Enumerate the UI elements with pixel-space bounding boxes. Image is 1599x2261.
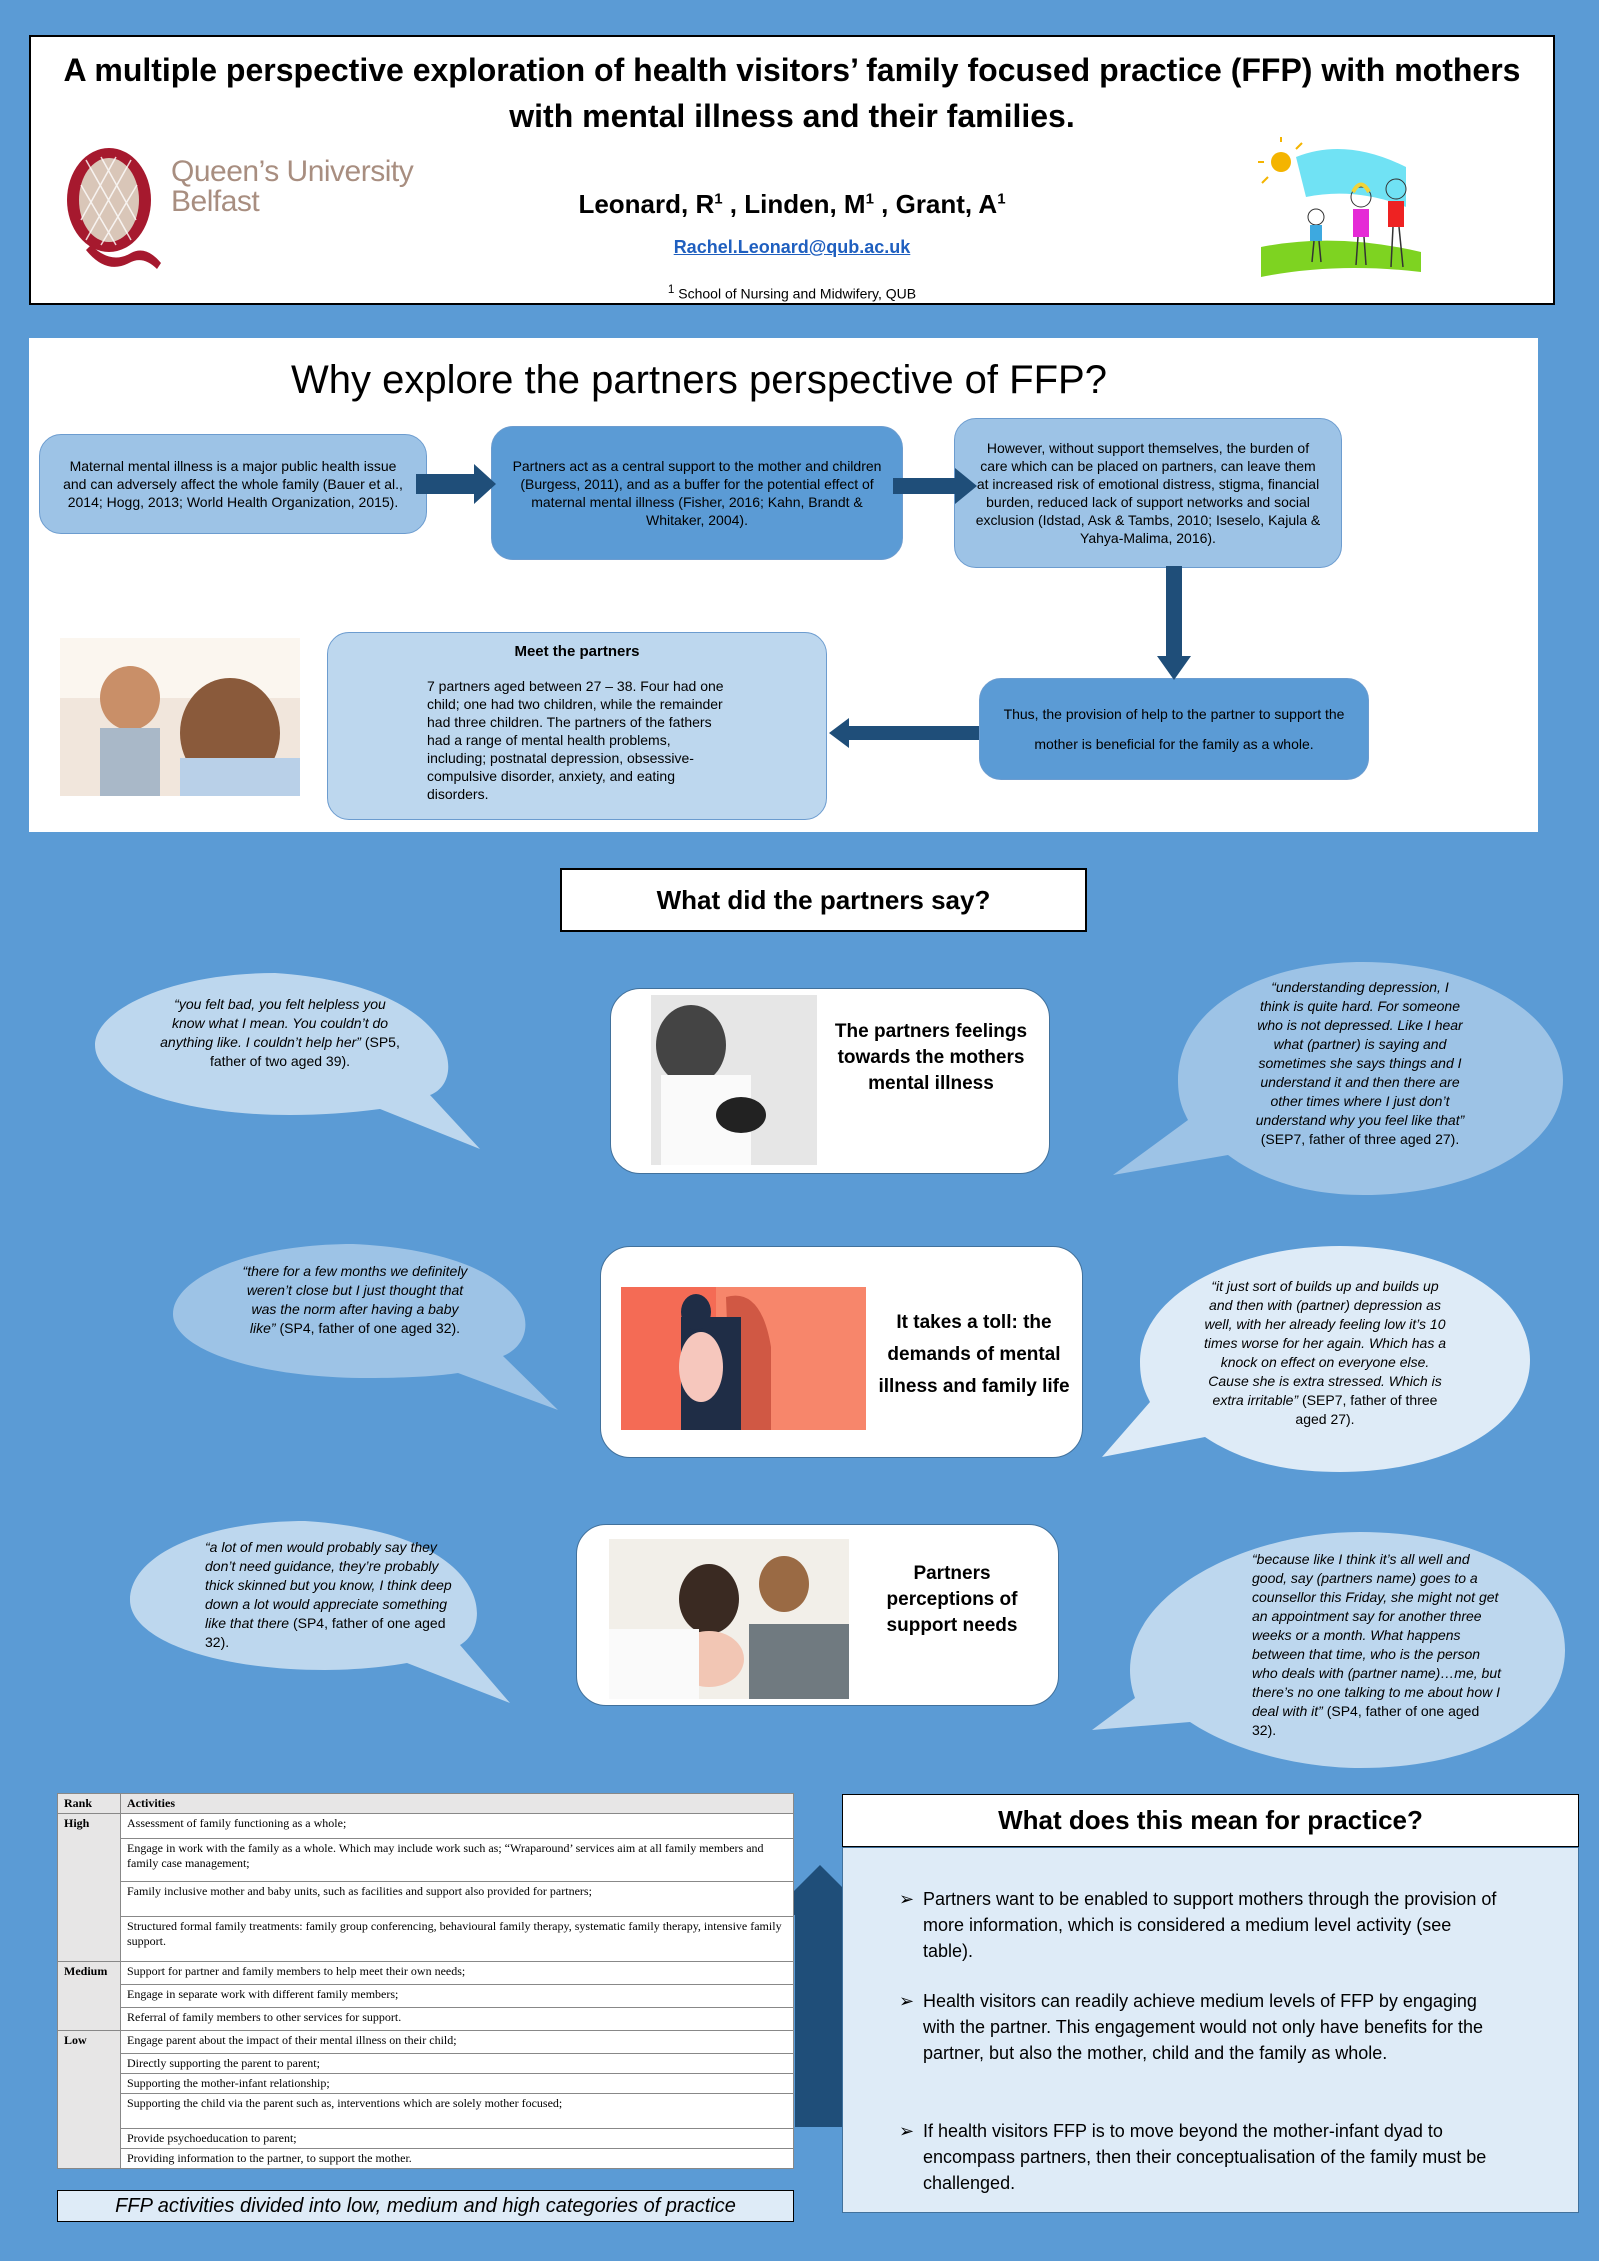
quote-text: “it just sort of builds up and builds up… <box>1204 1278 1446 1427</box>
quote-text: “because like I think it’s all well and … <box>1252 1551 1501 1738</box>
activity-cell: Directly supporting the parent to parent… <box>120 2053 794 2074</box>
arrowhead-bullet-icon: ➢ <box>899 2121 915 2141</box>
practice-bullet: ➢Partners want to be enabled to support … <box>899 1886 1503 1964</box>
theme-card-feelings: The partners feelings towards the mother… <box>610 988 1050 1174</box>
arrowhead-bullet-icon: ➢ <box>899 1889 915 1909</box>
practice-title: What does this mean for practice? <box>842 1794 1579 1847</box>
speech-bubble <box>1092 1532 1565 1768</box>
family-drawing-icon <box>1258 137 1421 277</box>
father-illustration <box>621 1287 866 1430</box>
poster-header: A multiple perspective exploration of he… <box>29 35 1555 305</box>
quote-text: “understanding depression, I think is qu… <box>1255 979 1465 1147</box>
say-section-title: What did the partners say? <box>560 868 1087 932</box>
quote-text: “there for a few months we definitely we… <box>242 1263 468 1336</box>
speech-bubble <box>130 1521 510 1703</box>
arrow-down-icon <box>1157 566 1191 680</box>
activity-cell: Engage parent about the impact of their … <box>120 2030 794 2054</box>
couple-baby-photo <box>609 1539 849 1699</box>
qub-logo-icon <box>67 148 161 269</box>
table-row: Referral of family members to other serv… <box>58 2007 794 2031</box>
meet-partners-title: Meet the partners <box>514 643 640 660</box>
affiliation: 1 School of Nursing and Midwifery, QUB <box>667 283 917 302</box>
theme-card-support-needs: Partners perceptions of support needs <box>576 1524 1059 1706</box>
column-header: Rank <box>57 1793 121 1814</box>
table-row: Engage in work with the family as a whol… <box>58 1838 794 1882</box>
practice-body: ➢Partners want to be enabled to support … <box>842 1847 1579 2213</box>
table-row: Family inclusive mother and baby units, … <box>58 1881 794 1917</box>
theme-title: The partners feelings towards the mother… <box>834 1021 1028 1094</box>
flow-box-burden: However, without support themselves, the… <box>954 418 1342 568</box>
speech-bubble <box>173 1244 558 1410</box>
meet-partners-box: Meet the partners 7 partners aged betwee… <box>327 632 827 820</box>
table-row: Directly supporting the parent to parent… <box>58 2053 794 2074</box>
table-row: Engage in separate work with different f… <box>58 1984 794 2008</box>
flow-box-conclusion: Thus, the provision of help to the partn… <box>979 678 1369 780</box>
why-title: Why explore the partners perspective of … <box>291 358 1107 402</box>
email-link[interactable]: Rachel.Leonard@qub.ac.uk <box>673 237 911 257</box>
theme-card-toll: It takes a toll: the demands of mental i… <box>600 1246 1083 1458</box>
rank-cell: Medium <box>57 1961 121 2031</box>
arrow-right-icon <box>893 468 977 504</box>
activity-cell: Supporting the child via the parent such… <box>120 2093 794 2129</box>
table-row: Supporting the mother-infant relationshi… <box>58 2073 794 2094</box>
activity-cell: Family inclusive mother and baby units, … <box>120 1881 794 1917</box>
mother-baby-photo <box>651 995 817 1165</box>
activity-cell: Assessment of family functioning as a wh… <box>120 1813 794 1839</box>
father-baby-photo <box>60 638 300 796</box>
activity-cell: Structured formal family treatments: fam… <box>120 1916 794 1962</box>
activity-cell: Engage in separate work with different f… <box>120 1984 794 2008</box>
practice-bullet: ➢Health visitors can readily achieve med… <box>899 1988 1503 2066</box>
flow-box-partners-support: Partners act as a central support to the… <box>491 426 903 560</box>
table-header-row: Rank Activities <box>57 1793 794 1814</box>
arrow-left-icon <box>829 718 979 748</box>
qub-logo-text: Queen’s University Belfast <box>171 155 414 218</box>
flow-box-maternal-illness: Maternal mental illness is a major publi… <box>39 434 427 534</box>
rank-cell: Low <box>57 2030 121 2169</box>
quote-text: “a lot of men would probably say they do… <box>205 1539 452 1650</box>
speech-bubble <box>95 973 480 1149</box>
activity-cell: Engage in work with the family as a whol… <box>120 1838 794 1882</box>
practice-bullet: ➢If health visitors FFP is to move beyon… <box>899 2118 1503 2196</box>
activity-cell: Provide psychoeducation to parent; <box>120 2128 794 2149</box>
quote-text: “you felt bad, you felt helpless you kno… <box>160 996 400 1069</box>
arrow-right-icon <box>416 464 496 504</box>
theme-title: It takes a toll: the demands of mental i… <box>878 1312 1070 1397</box>
activity-cell: Supporting the mother-infant relationshi… <box>120 2073 794 2094</box>
activity-cell: Referral of family members to other serv… <box>120 2007 794 2031</box>
author-name: Leonard, R <box>578 189 715 219</box>
author-name: Linden, M <box>744 189 866 219</box>
table-caption: FFP activities divided into low, medium … <box>57 2190 794 2222</box>
title-line-1: A multiple perspective exploration of he… <box>63 52 1521 88</box>
rank-cell: High <box>57 1813 121 1962</box>
table-row: Structured formal family treatments: fam… <box>58 1916 794 1962</box>
speech-bubble <box>1102 1246 1530 1472</box>
table-row: Providing information to the partner, to… <box>58 2148 794 2169</box>
poster-title: A multiple perspective exploration of he… <box>31 47 1553 139</box>
table-row: Supporting the child via the parent such… <box>58 2093 794 2129</box>
speech-bubble <box>1113 962 1563 1195</box>
arrowhead-bullet-icon: ➢ <box>899 1991 915 2011</box>
author-name: Grant, A <box>895 189 998 219</box>
meet-partners-body: 7 partners aged between 27 – 38. Four ha… <box>427 678 724 802</box>
theme-title: Partners perceptions of support needs <box>886 1563 1018 1636</box>
why-section: Why explore the partners perspective of … <box>29 338 1538 832</box>
activity-cell: Providing information to the partner, to… <box>120 2148 794 2169</box>
activity-cell: Support for partner and family members t… <box>120 1961 794 1985</box>
authors: Leonard, R1 , Linden, M1 , Grant, A1 <box>578 189 1006 219</box>
table-row: Provide psychoeducation to parent; <box>58 2128 794 2149</box>
title-line-2: with mental illness and their families. <box>509 98 1075 134</box>
column-header: Activities <box>120 1793 794 1814</box>
